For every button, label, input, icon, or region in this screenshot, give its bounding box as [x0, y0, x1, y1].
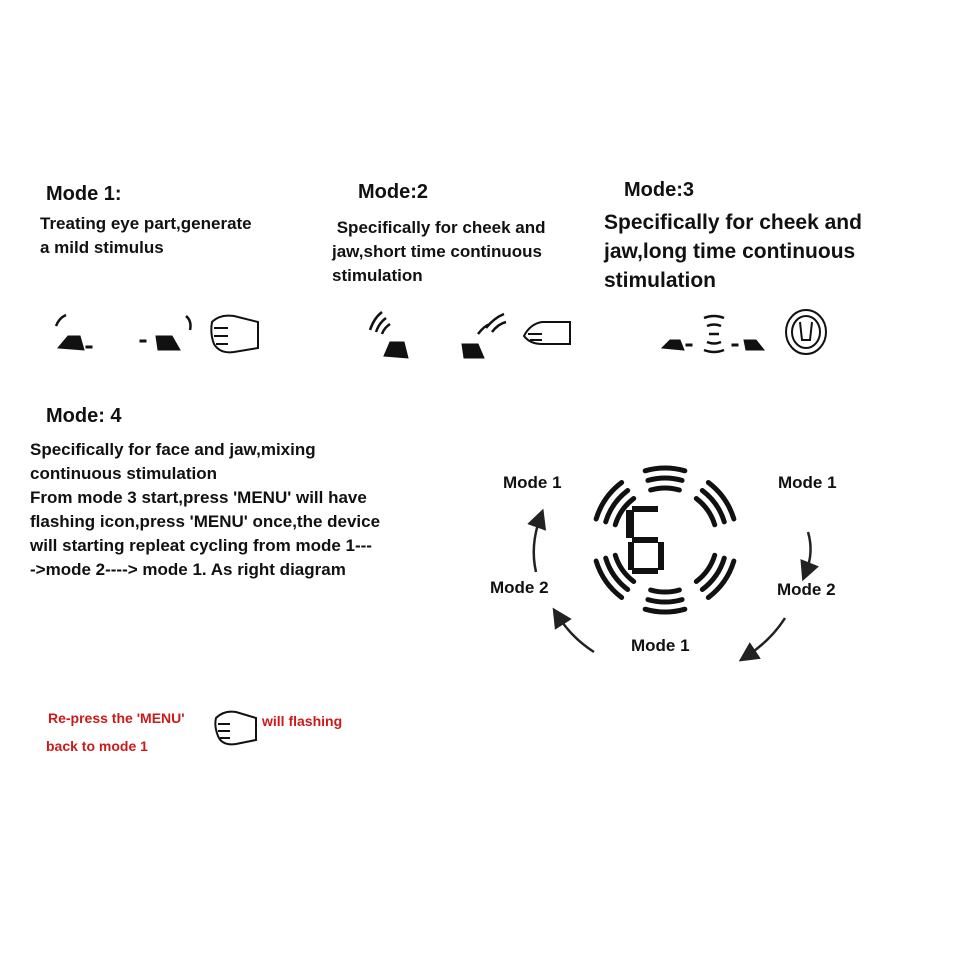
- note-line1: Re-press the 'MENU': [48, 710, 185, 726]
- mode2-description: Specifically for cheek and jaw,short tim…: [332, 218, 546, 285]
- fist-hand-icon: [210, 314, 259, 354]
- mode1-description: Treating eye part,generate a mild stimul…: [40, 214, 252, 257]
- arrow-bottom-left: [552, 607, 595, 654]
- signal-arc: [699, 487, 727, 525]
- mode1-title: Mode 1:: [46, 183, 122, 205]
- signal-arc: [642, 465, 688, 474]
- signal-arc: [705, 479, 737, 522]
- digit-segment: [658, 542, 664, 570]
- note-suffix: will flashing: [262, 713, 343, 729]
- signal-arc: [699, 555, 727, 593]
- arrow-right-down: [800, 531, 819, 582]
- signal-arc: [593, 558, 625, 601]
- face-pad-icon: [660, 339, 693, 351]
- mode3-description: Specifically for cheek and jaw,long time…: [604, 211, 862, 292]
- face-pad-icon: [731, 339, 766, 351]
- signal-arc: [593, 479, 625, 522]
- label-mode2-left: Mode 2: [490, 578, 549, 597]
- face-pad-icon: [54, 313, 93, 351]
- mode2-title: Mode:2: [358, 181, 428, 203]
- fist-hand-icon: [214, 710, 257, 746]
- mode4-title: Mode: 4: [46, 405, 122, 427]
- face-pad-waves-icon: [368, 311, 409, 359]
- signal-arc: [705, 558, 737, 601]
- digit-segment: [626, 510, 632, 538]
- note-line2: back to mode 1: [46, 738, 148, 754]
- digit-segment: [632, 506, 658, 512]
- flat-hand-icon: [522, 321, 571, 345]
- digit-segment: [628, 542, 634, 570]
- signal-arc: [612, 495, 637, 528]
- signal-arc: [603, 555, 631, 593]
- palm-circle-icon: [785, 309, 827, 355]
- signal-arc: [648, 485, 682, 493]
- digit-segment: [632, 537, 658, 543]
- signal-arc: [645, 597, 685, 605]
- signal-arc: [645, 475, 685, 483]
- mode-icons: [54, 309, 827, 359]
- vibration-waves-icon: [703, 314, 725, 354]
- signal-arc: [693, 495, 718, 528]
- signal-arc: [648, 587, 682, 595]
- label-mode1-bottom: Mode 1: [631, 636, 690, 655]
- mode4-description: Specifically for face and jaw,mixing con…: [30, 440, 381, 579]
- mode3-title: Mode:3: [624, 179, 694, 201]
- signal-arc: [612, 552, 637, 585]
- signal-arc: [603, 487, 631, 525]
- digit-segment: [632, 568, 658, 574]
- label-mode1-top-right: Mode 1: [778, 473, 837, 492]
- label-mode1-top-left: Mode 1: [503, 473, 562, 492]
- label-mode2-right: Mode 2: [777, 580, 836, 599]
- face-pad-icon: [139, 315, 192, 351]
- arrow-left-up: [527, 508, 547, 573]
- face-pad-waves-icon: [461, 312, 507, 359]
- arrow-bottom-right: [738, 617, 787, 662]
- signal-arc: [642, 606, 688, 615]
- signal-arc: [693, 552, 718, 585]
